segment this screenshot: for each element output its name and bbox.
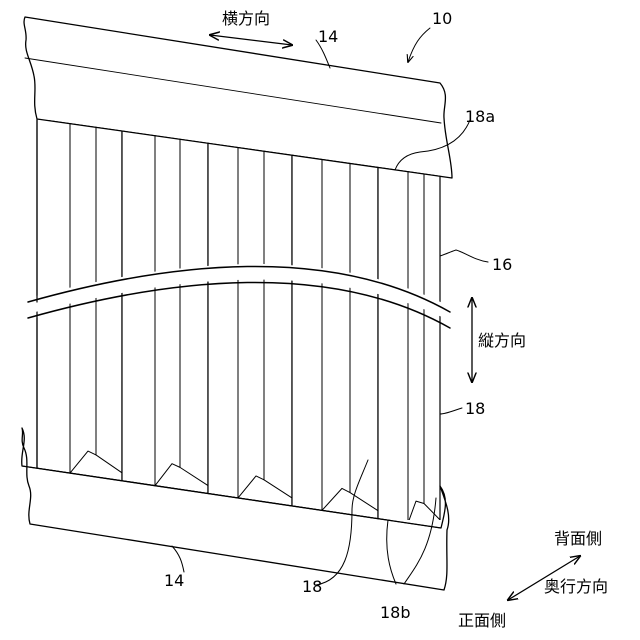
label-back-side: 背面側: [554, 529, 602, 548]
label-lateral: 横方向: [222, 9, 270, 28]
label-tube-right: 18: [465, 399, 485, 418]
label-tube-lower: 18: [302, 577, 322, 596]
label-tube-upper-end: 18a: [465, 107, 495, 126]
label-front-side: 正面側: [458, 611, 506, 630]
label-fig-ref: 10: [432, 9, 452, 28]
label-depth: 奥行方向: [544, 577, 608, 596]
lateral-arrow: [210, 35, 292, 45]
label-header-ref: 14: [318, 27, 338, 46]
label-lower-header-ref: 14: [164, 571, 184, 590]
label-longitudinal: 縦方向: [478, 331, 526, 350]
label-tube-lower-end: 18b: [380, 603, 411, 622]
label-core-ref: 16: [492, 255, 512, 274]
